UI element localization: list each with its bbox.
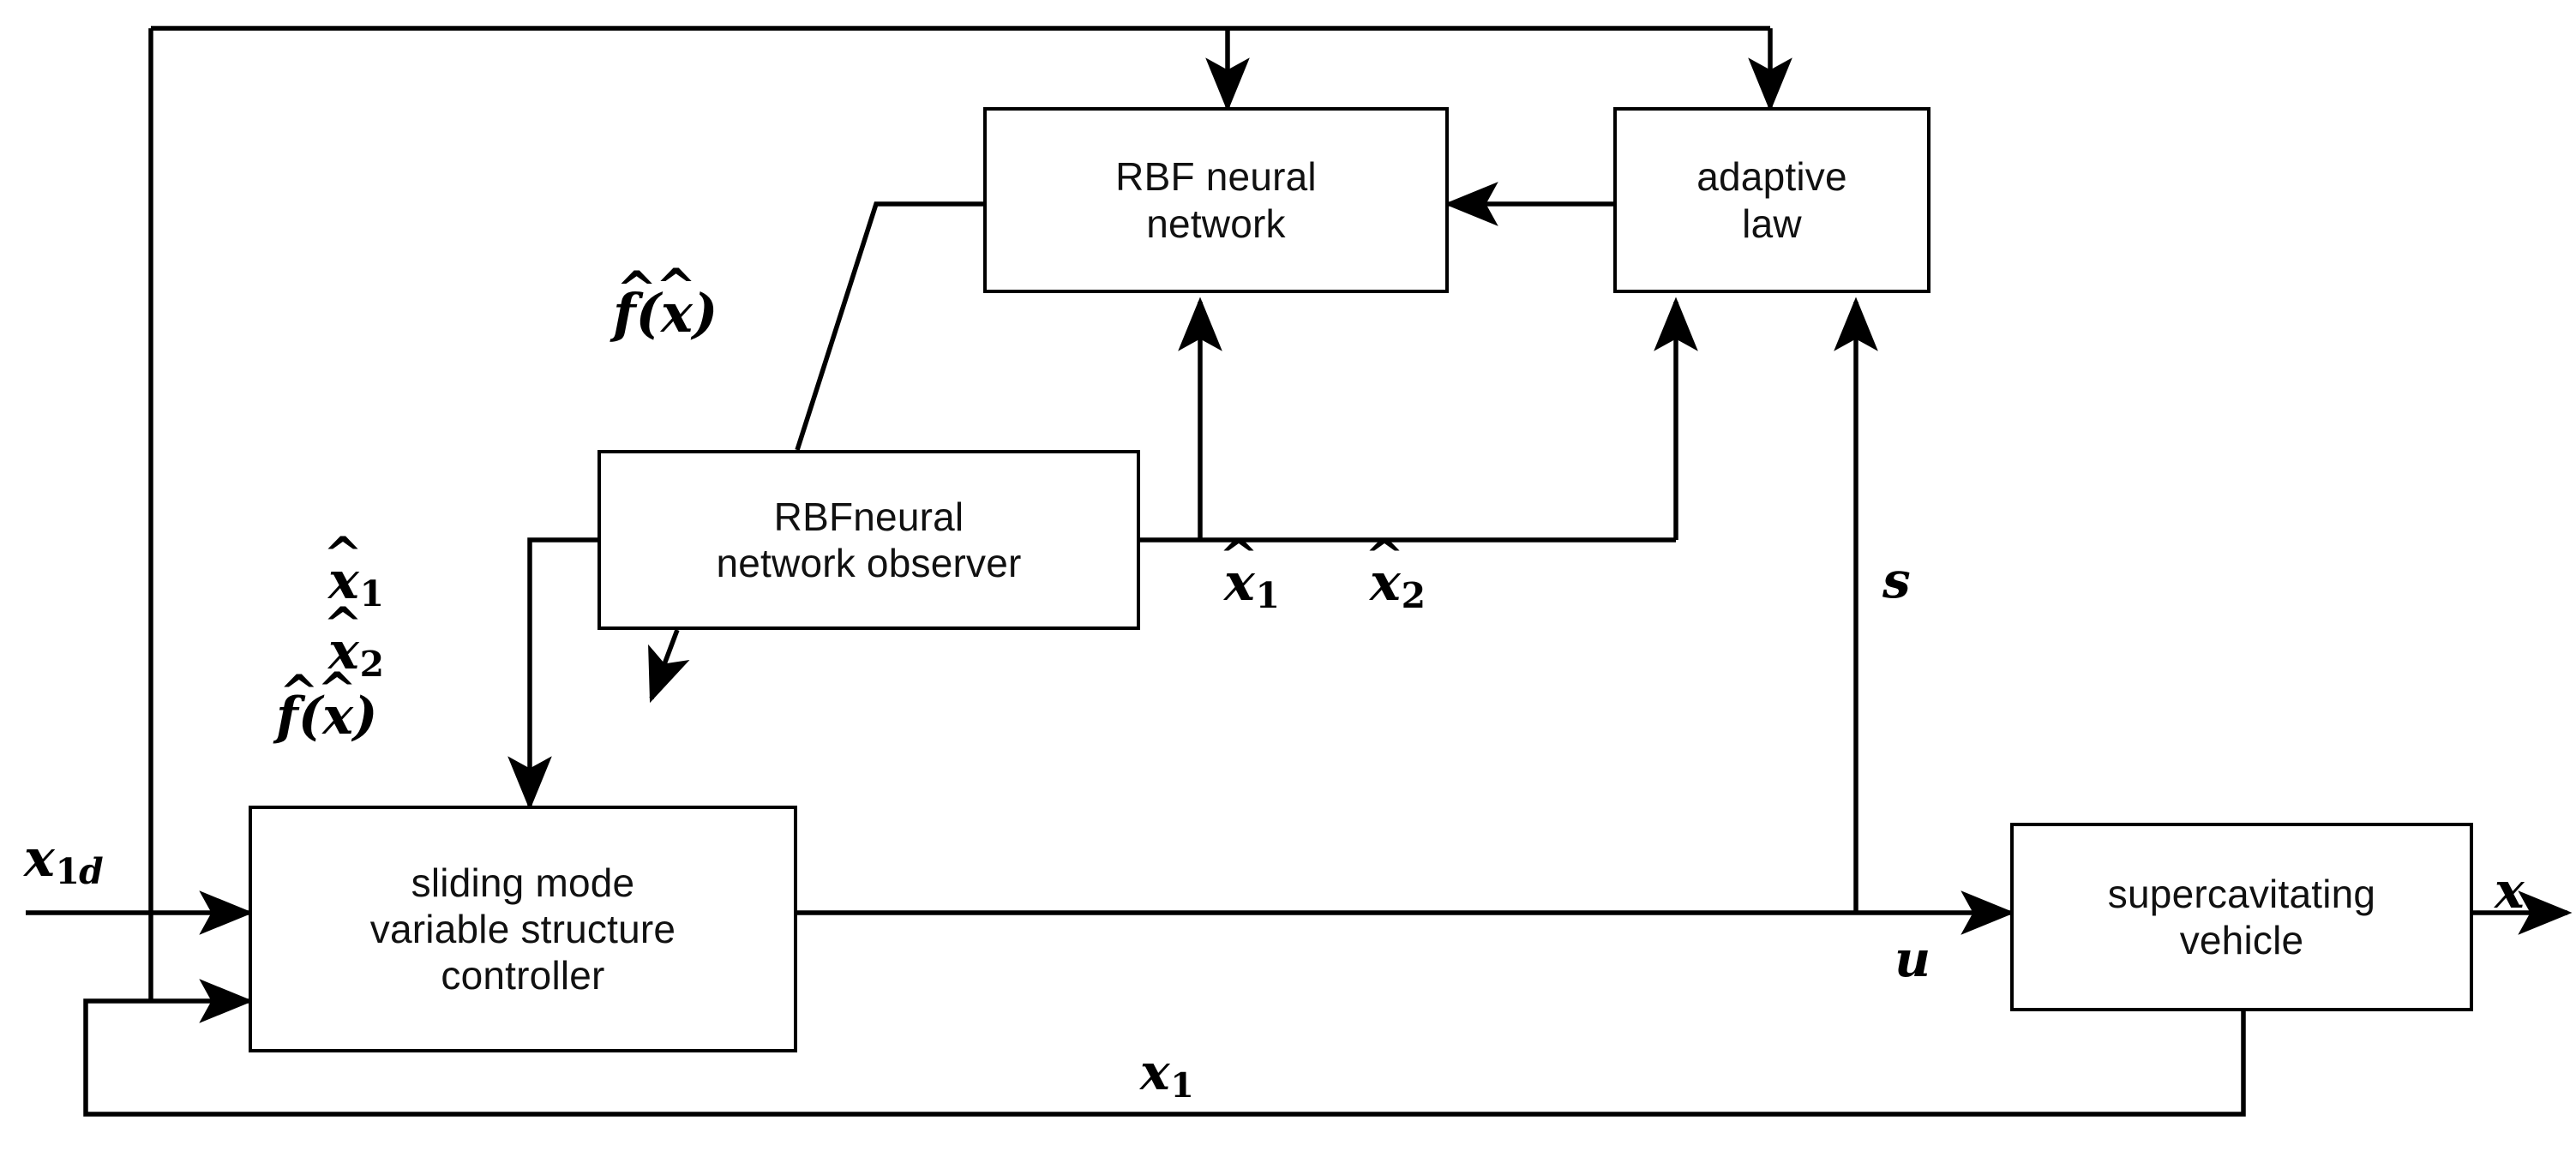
x-hat-glyph: ^x xyxy=(1218,529,1259,613)
block-sliding-mode-variable-structure-controller[interactable]: sliding mode variable structure controll… xyxy=(249,806,797,1052)
f-hat-glyph: ^f xyxy=(276,664,319,746)
wire-observer-to-rbfnn-diagonal xyxy=(795,201,983,451)
x-hat-glyph: ^x xyxy=(655,258,697,345)
signal-label-x1-feedback: x1 xyxy=(1140,1043,1194,1106)
x-hat-glyph: ^x xyxy=(317,662,357,746)
signal-label-x-output: x xyxy=(2495,861,2525,920)
block-adaptive-law[interactable]: adaptive law xyxy=(1613,107,1930,293)
signal-label-s: s xyxy=(1882,551,1911,609)
x-hat-glyph: ^x xyxy=(322,597,363,681)
wire-bottom-feedback-loop xyxy=(83,998,2246,1117)
signal-label-x1d-input: x1d xyxy=(24,829,104,892)
signal-label-x2-hat-mid: ^x2 xyxy=(1364,529,1426,616)
wire-observer-to-controller xyxy=(507,537,597,811)
x-hat-glyph: ^x xyxy=(322,527,363,611)
block-supercavitating-vehicle[interactable]: supercavitating vehicle xyxy=(2010,823,2473,1011)
block-rbf-neural-network-observer[interactable]: RBFneural network observer xyxy=(597,450,1140,630)
x-hat-glyph: ^x xyxy=(1364,529,1405,613)
f-hat-glyph: ^f xyxy=(613,260,658,345)
signal-label-f-hat-upper: ^f(^x) xyxy=(613,258,718,345)
signal-label-u: u xyxy=(1894,930,1931,988)
wire-observer-leader-arrow xyxy=(648,629,690,704)
signal-label-x2-hat-left: ^x2 xyxy=(322,597,384,685)
block-rbf-neural-network[interactable]: RBF neural network xyxy=(983,107,1449,293)
signal-label-f-hat-left: ^f(^x) xyxy=(276,662,378,746)
signal-label-x1-hat-left: ^x1 xyxy=(322,527,384,614)
signal-label-x1-hat-mid: ^x1 xyxy=(1218,529,1280,616)
